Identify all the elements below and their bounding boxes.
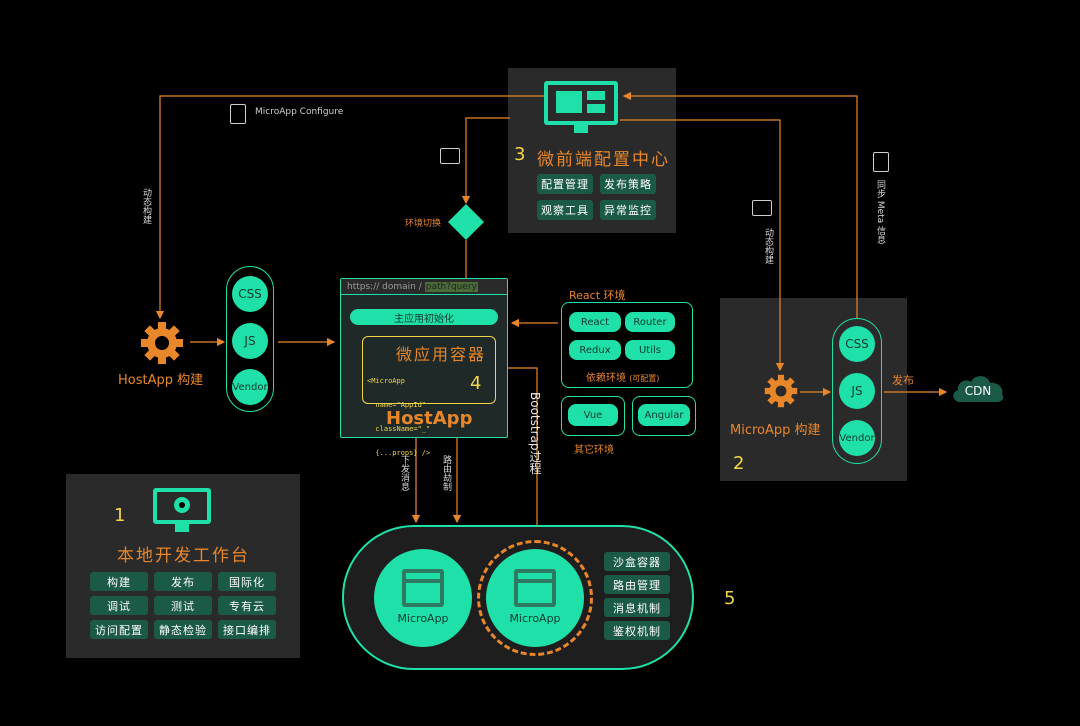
container-title: 微应用容器 xyxy=(396,345,487,364)
monitor-chart-icon xyxy=(544,81,618,133)
document-icon xyxy=(752,200,772,216)
edge-label-dynamic-build-left: 动态构建 xyxy=(141,188,151,224)
edge-label-env-switch: 环境切换 xyxy=(405,219,442,229)
panel1-tag: 接口编排 xyxy=(218,620,276,639)
cdn-cloud-icon xyxy=(950,370,1006,406)
runtime-tag: 路由管理 xyxy=(604,575,670,594)
dep-chip: Redux xyxy=(569,340,621,360)
runtime-number: 5 xyxy=(724,588,736,609)
panel1-tag: 测试 xyxy=(154,596,212,615)
microapp-build-label: MicroApp 构建 xyxy=(730,423,821,438)
panel3-tag: 配置管理 xyxy=(537,174,593,194)
hostapp-build-label: HostApp 构建 xyxy=(118,373,204,388)
hostapp-assets-capsule xyxy=(226,266,274,412)
angular-env-box xyxy=(632,396,696,436)
dep-chip: Router xyxy=(625,312,675,332)
gear-icon xyxy=(140,321,184,365)
microapp-node-label: MicroApp xyxy=(397,612,449,625)
asset-css: CSS xyxy=(232,276,268,312)
monitor-gear-icon xyxy=(153,488,211,534)
panel1-number: 1 xyxy=(114,505,126,526)
panel1-tag: 国际化 xyxy=(218,572,276,591)
hostapp-title: HostApp xyxy=(386,408,473,429)
asset-css: CSS xyxy=(839,326,875,362)
edge-label-sync-meta: 同步 Meta 信息 xyxy=(875,180,885,245)
panel3-title: 微前端配置中心 xyxy=(537,150,670,170)
react-env-box xyxy=(561,302,693,388)
container-code: <MicroApp name="AppId" className="_" {..… xyxy=(367,377,431,457)
runtime-tag: 消息机制 xyxy=(604,598,670,617)
microapp-node xyxy=(486,549,584,647)
url-path: path?query xyxy=(424,281,478,292)
other-env-label: 其它环境 xyxy=(574,445,614,456)
edge-label-configure: MicroApp Configure xyxy=(255,107,344,117)
panel3-tag: 异常监控 xyxy=(600,200,656,220)
panel3-number: 3 xyxy=(514,144,526,165)
vue-env-box xyxy=(561,396,625,436)
panel1-tag: 构建 xyxy=(90,572,148,591)
browser-window xyxy=(340,278,508,438)
microapp-node-label: MicroApp xyxy=(509,612,561,625)
asset-js: JS xyxy=(839,373,875,409)
dep-chip: Utils xyxy=(625,340,675,360)
edge-label-dispatch: 下发消息 xyxy=(399,455,409,491)
gear-icon xyxy=(764,374,798,408)
document-icon xyxy=(873,152,889,172)
publish-label: 发布 xyxy=(892,374,914,387)
asset-js: JS xyxy=(232,323,268,359)
document-icon xyxy=(440,148,460,164)
panel3-tag: 发布策略 xyxy=(600,174,656,194)
microapp-node xyxy=(374,549,472,647)
url-prefix: https:// domain / xyxy=(347,281,422,292)
document-icon xyxy=(230,104,246,124)
browser-url-bar: https:// domain / path?query xyxy=(341,279,507,295)
edge-label-bootstrap: Bootstrap过程 xyxy=(528,392,542,475)
panel3-tag: 观察工具 xyxy=(537,200,593,220)
app-window-icon xyxy=(514,569,556,607)
asset-vendor: Vendor xyxy=(839,420,875,456)
deps-footer: 依赖环境 (可配置) xyxy=(586,373,660,384)
app-window-icon xyxy=(402,569,444,607)
microapp-assets-capsule xyxy=(832,318,882,464)
microapp-active-ring xyxy=(477,540,593,656)
panel1-tag: 调试 xyxy=(90,596,148,615)
runtime-tag: 沙盒容器 xyxy=(604,552,670,571)
panel1-title: 本地开发工作台 xyxy=(117,546,250,566)
panel1-tag: 发布 xyxy=(154,572,212,591)
main-app-init-bar: 主应用初始化 xyxy=(350,309,498,325)
panel1-tag: 访问配置 xyxy=(90,620,148,639)
vue-chip: Vue xyxy=(568,404,618,426)
asset-vendor: Vendor xyxy=(232,369,268,405)
edge-label-dynamic-build-right: 动态构建 xyxy=(763,228,773,264)
dep-chip: React xyxy=(569,312,621,332)
edge-label-route-hijack: 路由劫制 xyxy=(441,455,451,491)
panel1-tag: 专有云 xyxy=(218,596,276,615)
angular-chip: Angular xyxy=(638,404,690,426)
micro-app-container xyxy=(362,336,496,404)
react-env-title: React 环境 xyxy=(569,289,626,302)
runtime-tag: 鉴权机制 xyxy=(604,621,670,640)
panel1-tag: 静态检验 xyxy=(154,620,212,639)
cdn-label: CDN xyxy=(964,384,992,398)
panel2-number: 2 xyxy=(733,453,745,474)
container-number: 4 xyxy=(470,373,482,394)
